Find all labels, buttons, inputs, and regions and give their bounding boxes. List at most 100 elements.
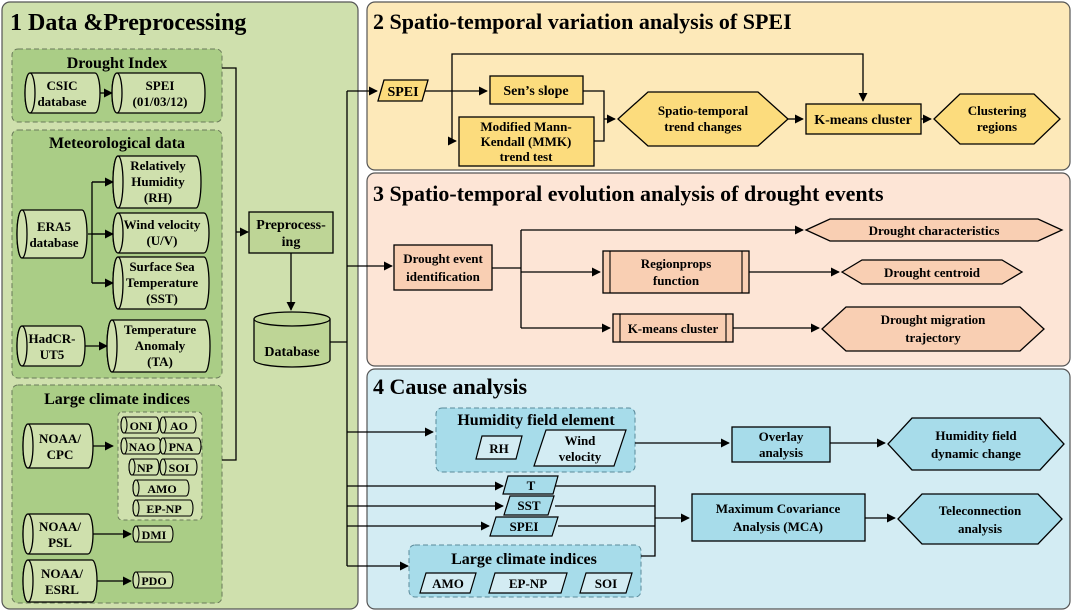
svg-text:Surface Sea: Surface Sea — [129, 259, 195, 274]
svg-text:velocity: velocity — [559, 449, 602, 464]
s2-spei-input: SPEI — [377, 79, 429, 102]
svg-text:regions: regions — [977, 119, 1017, 134]
svg-text:Maximum Covariance: Maximum Covariance — [716, 501, 841, 516]
svg-text:NOAA/: NOAA/ — [39, 431, 81, 446]
svg-text:function: function — [653, 273, 700, 288]
humidity-dynamic-diamond: Humidity field dynamic change — [887, 417, 1065, 471]
sst-data-cylinder: Surface Sea Temperature (SST) — [112, 256, 210, 310]
s4-rh-box: RH — [475, 435, 523, 460]
svg-text:SST: SST — [517, 498, 540, 513]
mca-box: Maximum Covariance Analysis (MCA) — [691, 493, 866, 542]
svg-text:Overlay: Overlay — [759, 429, 804, 444]
svg-text:K-means cluster: K-means cluster — [628, 321, 719, 336]
humidity-element-title: Humidity field element — [457, 412, 615, 429]
svg-text:Relatively: Relatively — [130, 158, 186, 173]
svg-text:Sen’s slope: Sen’s slope — [503, 84, 568, 99]
svg-text:Drought migration: Drought migration — [881, 312, 987, 327]
svg-text:(RH): (RH) — [144, 190, 172, 205]
svg-text:Temperature: Temperature — [124, 322, 196, 337]
svg-text:Humidity: Humidity — [131, 174, 185, 189]
svg-text:CSIC: CSIC — [46, 78, 77, 93]
s2-kmeans-box: K-means cluster — [805, 103, 922, 135]
svg-text:SPEI: SPEI — [146, 78, 175, 93]
svg-text:Humidity field: Humidity field — [935, 428, 1017, 443]
svg-text:Preprocess-: Preprocess- — [256, 218, 326, 233]
svg-text:DMI: DMI — [142, 528, 167, 542]
svg-text:SPEI: SPEI — [510, 519, 539, 534]
svg-text:Modified Mann-: Modified Mann- — [480, 119, 571, 134]
spei-data-cylinder: SPEI (01/03/12) — [111, 72, 206, 114]
svg-text:analysis: analysis — [958, 521, 1002, 536]
svg-text:Wind: Wind — [565, 433, 597, 448]
svg-text:NP: NP — [137, 461, 153, 475]
svg-text:Wind velocity: Wind velocity — [124, 217, 201, 232]
svg-text:PDO: PDO — [141, 574, 166, 588]
svg-text:ERA5: ERA5 — [37, 219, 71, 234]
drought-characteristics-diamond: Drought characteristics — [804, 218, 1064, 242]
s4-sst-box: SST — [503, 495, 555, 516]
svg-text:(TA): (TA) — [147, 354, 173, 369]
s4-amo-box: AMO — [419, 572, 477, 594]
svg-text:SOI: SOI — [169, 461, 190, 475]
noaa-cpc-cylinder: NOAA/ CPC — [22, 423, 94, 469]
svg-text:identification: identification — [406, 269, 480, 284]
index-ao: AO — [159, 416, 197, 434]
drought-event-identification-box: Drought event identification — [393, 244, 493, 291]
svg-text:AMO: AMO — [432, 576, 464, 591]
index-pdo: PDO — [132, 571, 174, 589]
svg-text:Kendall (MMK): Kendall (MMK) — [481, 134, 572, 149]
index-nao: NAO — [120, 437, 162, 455]
svg-text:(01/03/12): (01/03/12) — [133, 94, 188, 109]
svg-text:(SST): (SST) — [146, 291, 178, 306]
svg-text:ESRL: ESRL — [45, 582, 79, 597]
drought-migration-diamond: Drought migration trajectory — [821, 306, 1045, 352]
svg-text:Drought characteristics: Drought characteristics — [869, 223, 1000, 238]
noaa-psl-cylinder: NOAA/ PSL — [22, 513, 94, 555]
csic-database-cylinder: CSIC database — [24, 72, 101, 114]
svg-text:NAO: NAO — [129, 440, 156, 454]
s4-soi-box: SOI — [579, 572, 633, 594]
drought-index-title: Drought Index — [67, 55, 168, 72]
index-np: NP — [128, 458, 160, 476]
svg-text:PSL: PSL — [48, 535, 72, 550]
index-soi: SOI — [159, 458, 198, 476]
s4-spei-box: SPEI — [489, 516, 559, 537]
wind-data-cylinder: Wind velocity (U/V) — [112, 212, 210, 254]
meteorological-title: Meteorological data — [49, 135, 185, 152]
svg-text:K-means cluster: K-means cluster — [814, 113, 912, 128]
svg-text:database: database — [37, 94, 86, 109]
svg-text:EP-NP: EP-NP — [146, 502, 181, 516]
section-1-title: 1 Data &Preprocessing — [10, 10, 246, 36]
svg-text:database: database — [29, 235, 78, 250]
svg-text:NOAA/: NOAA/ — [41, 566, 83, 581]
svg-text:Clustering: Clustering — [968, 103, 1027, 118]
svg-text:T: T — [527, 478, 536, 493]
rh-data-cylinder: Relatively Humidity (RH) — [112, 155, 202, 209]
svg-text:ONI: ONI — [130, 419, 153, 433]
regionprops-function-box: Regionprops function — [602, 250, 750, 294]
svg-text:(U/V): (U/V) — [146, 233, 177, 248]
section-2-title: 2 Spatio-temporal variation analysis of … — [373, 9, 792, 34]
svg-text:UT5: UT5 — [40, 347, 65, 362]
svg-text:Spatio-temporal: Spatio-temporal — [658, 103, 749, 118]
overlay-analysis-box: Overlay analysis — [731, 426, 831, 463]
svg-text:CPC: CPC — [47, 447, 74, 462]
section-4-title: 4 Cause analysis — [373, 374, 527, 399]
svg-text:NOAA/: NOAA/ — [39, 519, 81, 534]
s3-kmeans-box: K-means cluster — [612, 313, 734, 343]
index-dmi: DMI — [132, 525, 174, 543]
svg-text:AMO: AMO — [147, 482, 176, 496]
svg-text:Temperature: Temperature — [126, 275, 198, 290]
s4-wind-velocity-box: Wind velocity — [533, 429, 627, 467]
svg-text:AO: AO — [170, 419, 188, 433]
preprocessing-box: Preprocess- ing — [248, 211, 334, 254]
svg-text:trajectory: trajectory — [905, 330, 961, 345]
noaa-esrl-cylinder: NOAA/ ESRL — [22, 559, 98, 603]
svg-text:SOI: SOI — [595, 576, 617, 591]
ta-data-cylinder: Temperature Anomaly (TA) — [106, 319, 211, 373]
svg-text:Database: Database — [264, 345, 319, 360]
svg-text:SPEI: SPEI — [387, 85, 418, 100]
clustering-regions-diamond: Clustering regions — [933, 93, 1061, 145]
